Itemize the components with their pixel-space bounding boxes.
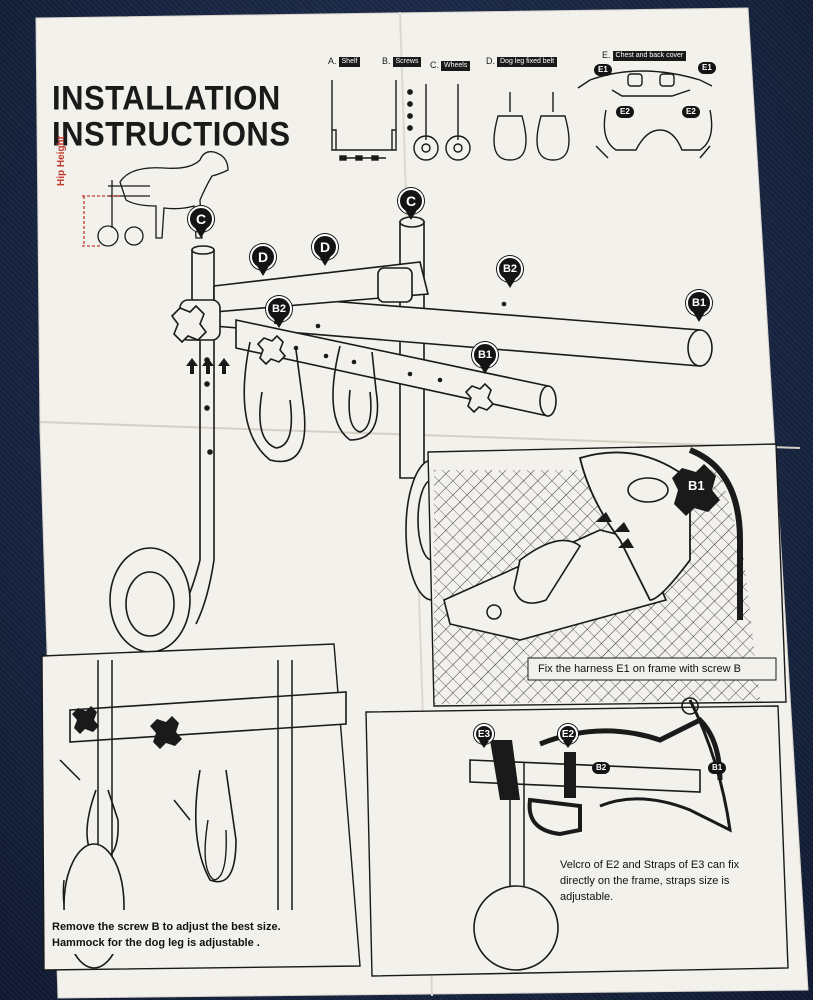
leg-strap-detail-panel bbox=[41, 643, 361, 971]
page-title-line-1: INSTALLATION bbox=[52, 78, 281, 118]
callout-d-right: D bbox=[312, 234, 338, 268]
callout-e3: E3 bbox=[474, 724, 494, 750]
chip-b2-small: B2 bbox=[592, 762, 611, 774]
caption-velcro-2: directly on the frame, straps size is bbox=[560, 875, 730, 887]
callout-d-left: D bbox=[250, 244, 276, 278]
chip-e1-right: E1 bbox=[698, 62, 716, 74]
hip-height-label: Hip Height bbox=[56, 136, 67, 186]
part-label-d: D.Dog leg fixed belt bbox=[486, 56, 558, 67]
chip-e1-left: E1 bbox=[594, 64, 612, 76]
caption-remove-1: Remove the screw B to adjust the best si… bbox=[52, 921, 281, 933]
caption-harness: Fix the harness E1 on frame with screw B bbox=[538, 663, 741, 675]
dog-wheelchair-figure bbox=[97, 151, 229, 247]
adjust-arrows bbox=[186, 358, 230, 374]
callout-c-left: C bbox=[188, 206, 214, 240]
chip-e2-right: E2 bbox=[682, 106, 700, 118]
chip-b1-small: B1 bbox=[708, 762, 727, 774]
parts-illustrations bbox=[331, 70, 713, 161]
harness-detail-panel bbox=[427, 443, 787, 707]
callout-b1-mid: B1 bbox=[472, 342, 498, 376]
chip-e2-left: E2 bbox=[616, 106, 634, 118]
velcro-detail-panel bbox=[365, 697, 789, 977]
screw-knobs bbox=[170, 304, 495, 414]
knob-label-b1: B1 bbox=[688, 478, 705, 493]
callout-c-right: C bbox=[398, 188, 424, 222]
caption-remove-2: Hammock for the dog leg is adjustable . bbox=[52, 937, 260, 949]
caption-velcro-1: Velcro of E2 and Straps of E3 can fix bbox=[560, 859, 740, 871]
callout-e2: E2 bbox=[558, 724, 578, 750]
hip-height-marker bbox=[82, 195, 120, 247]
part-label-b: B.Screws bbox=[382, 56, 422, 67]
callout-b2-left: B2 bbox=[266, 296, 292, 330]
frame-holes bbox=[273, 301, 507, 383]
part-label-e: E.Chest and back cover bbox=[602, 50, 687, 61]
caption-velcro-3: adjustable. bbox=[560, 891, 614, 903]
callout-b1-top: B1 bbox=[686, 290, 712, 324]
page-title-line-2: INSTRUCTIONS bbox=[52, 114, 291, 154]
part-label-c: C.Wheels bbox=[430, 60, 471, 71]
part-label-a: A.Shelf bbox=[328, 56, 361, 67]
callout-b2-top: B2 bbox=[497, 256, 523, 290]
